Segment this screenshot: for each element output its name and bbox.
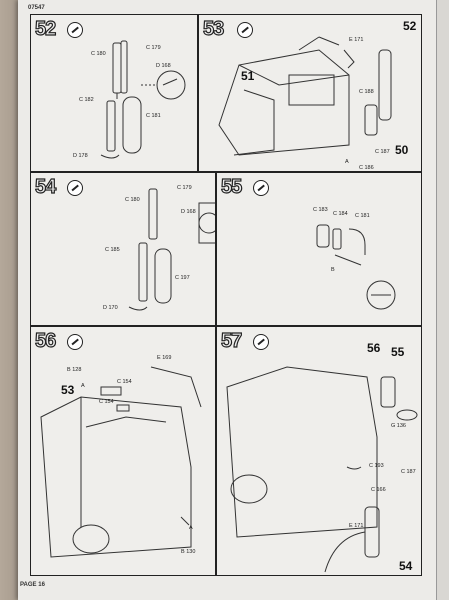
part-label: C 185 (105, 247, 120, 253)
part-label: C 181 (146, 113, 161, 119)
step-panel-54: 54 C 180 C 179 D 168 C 185 C 197 D 170 (30, 172, 216, 326)
assembly-number: 51 (241, 69, 255, 83)
part-label: E 171 (349, 523, 364, 529)
step-panel-55: 55 C 183 C 184 C 181 B (216, 172, 422, 326)
part-label: C 187 (401, 469, 416, 475)
part-label: C 188 (359, 89, 374, 95)
step-number: 56 (34, 329, 56, 352)
step-panel-52: 52 C 180 C 179 D 168 C 182 C 181 D 178 (30, 14, 198, 172)
step-number: 57 (220, 329, 242, 352)
step-panel-53: 53 52 51 50 E 171 C 188 C 187 A C 186 (198, 14, 422, 172)
assembly-number: 53 (61, 383, 75, 397)
step-panel-57: 57 56 55 54 C 193 C 187 C 166 E 171 G 13… (216, 326, 422, 576)
part-label: C 166 (371, 487, 386, 493)
step-number: 52 (34, 17, 56, 40)
part-label: D 178 (73, 153, 88, 159)
glue-icon (67, 180, 83, 196)
part-label: C 154 (117, 379, 132, 385)
part-label: C 187 (375, 149, 390, 155)
step-panel-56: 56 53 B 128 E 169 A C 154 C 154 A B 130 (30, 326, 216, 576)
part-label: C 197 (175, 275, 190, 281)
part-label: D 168 (156, 63, 171, 69)
part-label: C 179 (177, 185, 192, 191)
cab-drawing (226, 366, 418, 573)
instruction-page: 07547 52 C 180 C 179 D 168 C 182 C 181 D… (18, 0, 436, 600)
part-label: C 183 (313, 207, 328, 213)
part-drawing (316, 224, 396, 310)
assembly-number: 54 (399, 559, 413, 573)
step-number: 53 (202, 17, 224, 40)
assembly-number: 56 (367, 341, 381, 355)
part-label: A (189, 525, 193, 531)
part-label: B (331, 267, 335, 273)
glue-icon (67, 22, 83, 38)
step-number: 54 (34, 175, 56, 198)
part-label: D 168 (181, 209, 196, 215)
part-label: C 180 (125, 197, 140, 203)
glue-icon (237, 22, 253, 38)
part-label: B 128 (67, 367, 82, 373)
page-number: PAGE 16 (20, 582, 45, 588)
part-label: C 182 (79, 97, 94, 103)
assembly-number: 50 (395, 143, 409, 157)
next-page-edge (436, 0, 449, 600)
part-drawing (128, 188, 215, 311)
part-label: A (345, 159, 349, 165)
glue-icon (67, 334, 83, 350)
part-label: C 184 (333, 211, 348, 217)
reference-number: 07547 (28, 5, 45, 11)
part-label: G 136 (391, 423, 406, 429)
assembly-number: 52 (403, 19, 417, 33)
part-label: D 170 (103, 305, 118, 311)
cab-drawing (218, 36, 392, 156)
part-label: C 193 (369, 463, 384, 469)
glue-icon (253, 334, 269, 350)
part-label: C 180 (91, 51, 106, 57)
part-label: A (81, 383, 85, 389)
part-label: C 154 (99, 399, 114, 405)
part-label: C 186 (359, 165, 374, 171)
part-label: B 130 (181, 549, 196, 555)
part-label: C 181 (355, 213, 370, 219)
part-label: E 171 (349, 37, 364, 43)
glue-icon (253, 180, 269, 196)
part-label: C 179 (146, 45, 161, 51)
assembly-number: 55 (391, 345, 405, 359)
step-number: 55 (220, 175, 242, 198)
cab-drawing (40, 366, 202, 558)
part-drawing (100, 40, 186, 159)
part-label: E 169 (157, 355, 172, 361)
